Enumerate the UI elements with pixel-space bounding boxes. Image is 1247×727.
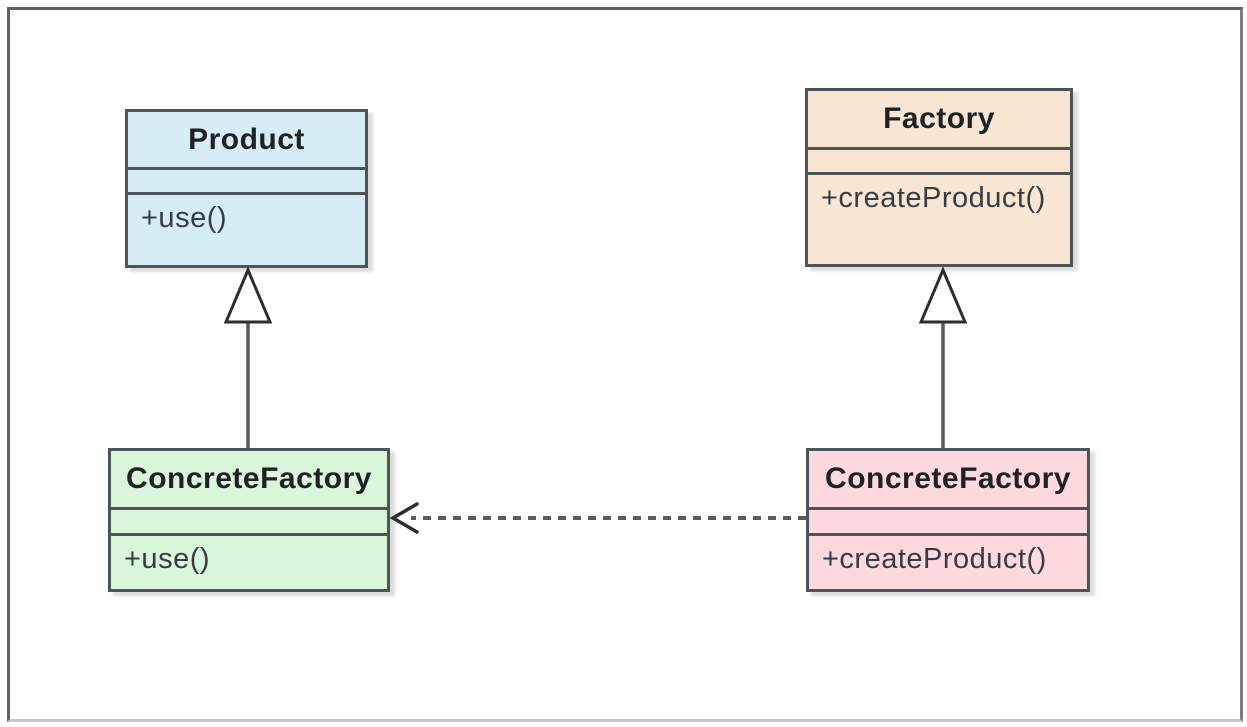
- class-name-factory: Factory: [808, 91, 1070, 150]
- class-box-concrete-factory-left: ConcreteFactory +use(): [108, 448, 390, 592]
- class-box-product: Product +use(): [125, 109, 368, 268]
- methods-compartment: +createProduct(): [808, 175, 1070, 264]
- method-label: +createProduct(): [821, 182, 1046, 214]
- methods-compartment: +use(): [111, 536, 387, 589]
- diagram-frame: [7, 7, 1243, 722]
- attributes-compartment: [111, 510, 387, 536]
- methods-compartment: +createProduct(): [809, 536, 1087, 589]
- attributes-compartment: [809, 510, 1087, 536]
- class-name-concrete-factory-right: ConcreteFactory: [809, 451, 1087, 510]
- method-label: +createProduct(): [822, 543, 1047, 575]
- class-name-product: Product: [128, 112, 365, 170]
- method-label: +use(): [141, 202, 228, 234]
- attributes-compartment: [128, 170, 365, 195]
- methods-compartment: +use(): [128, 195, 365, 265]
- class-box-factory: Factory +createProduct(): [805, 88, 1073, 267]
- class-name-concrete-factory-left: ConcreteFactory: [111, 451, 387, 510]
- method-label: +use(): [124, 543, 211, 575]
- class-box-concrete-factory-right: ConcreteFactory +createProduct(): [806, 448, 1090, 592]
- attributes-compartment: [808, 150, 1070, 175]
